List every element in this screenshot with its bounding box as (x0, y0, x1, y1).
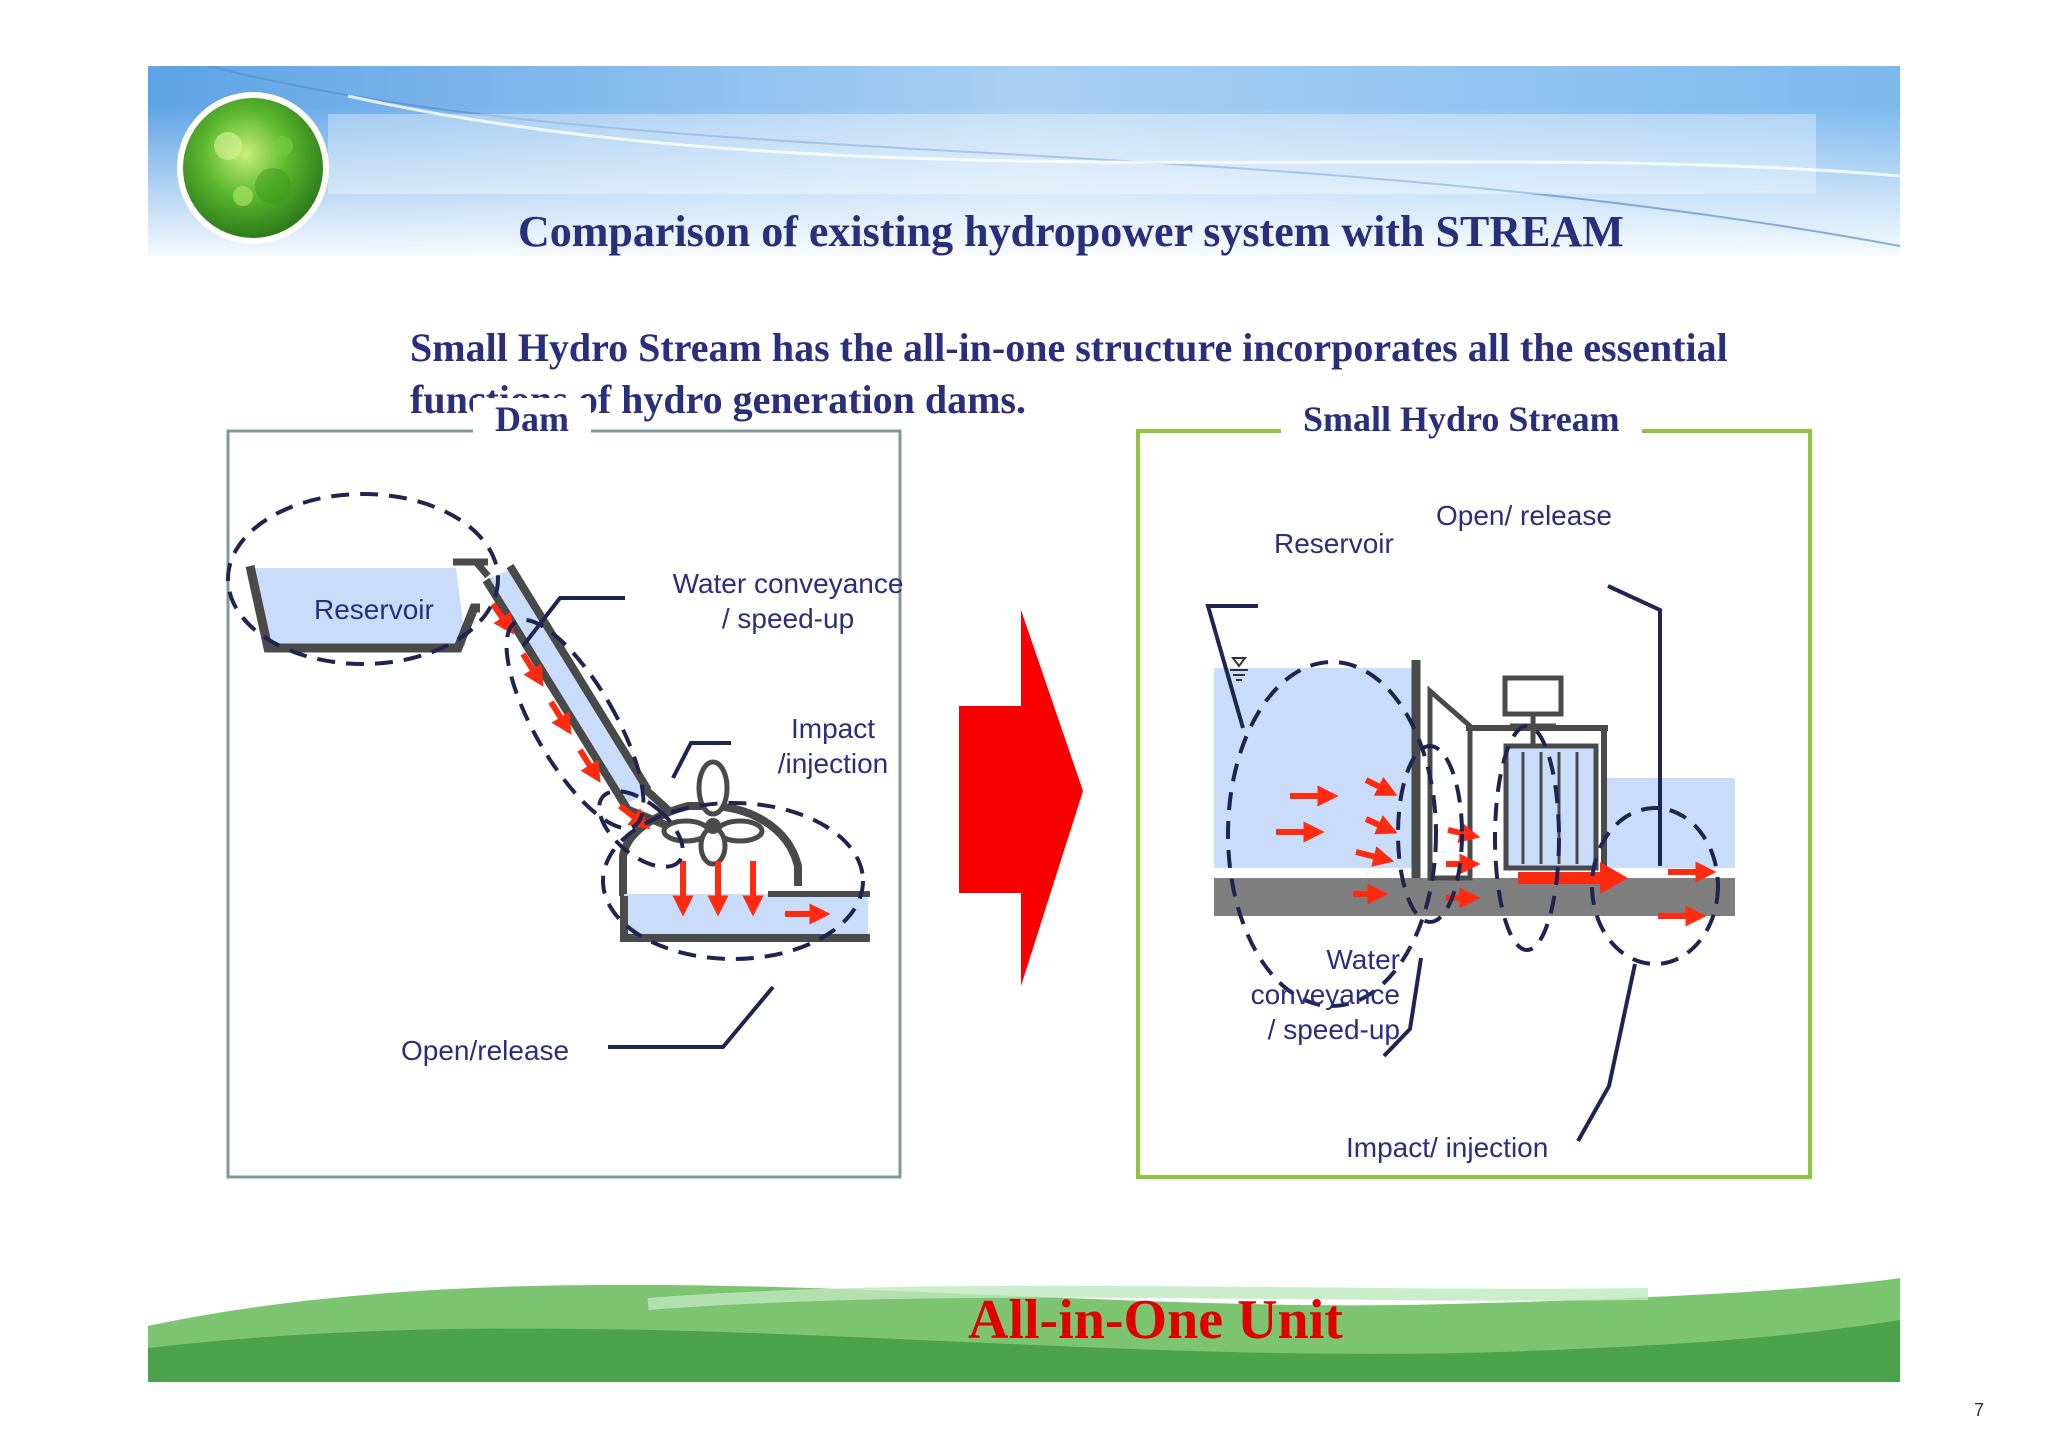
stream-upstream-water (1214, 668, 1412, 868)
dam-release-label: Open/release (401, 1035, 570, 1066)
stream-reservoir-label: Reservoir (1274, 528, 1394, 559)
slide: Comparison of existing hydropower system… (148, 66, 1984, 1420)
page-number: 7 (1974, 1400, 1985, 1420)
dam-conveyance-line1: Water conveyance (672, 568, 904, 599)
stream-riverbed (1214, 878, 1735, 916)
stream-dashed-regions (1226, 660, 1720, 1008)
dam-penstock-wall (482, 577, 632, 813)
dam-reservoir-label: Reservoir (314, 594, 434, 625)
dam-conveyance-label: Water conveyance / speed-up (648, 566, 928, 636)
stream-main-flow-arrow (1518, 862, 1628, 894)
header-band (148, 66, 1900, 266)
stream-conveyance-label: Water conveyance / speed-up (1148, 942, 1400, 1047)
stream-leader-lines (1205, 584, 1662, 1142)
dam-conveyance-line2: / speed-up (721, 603, 855, 634)
stream-unit (1411, 660, 1608, 881)
dam-reservoir-water (248, 568, 466, 646)
stream-conveyance-line2: conveyance (1250, 979, 1400, 1010)
generator-icon (1502, 675, 1564, 717)
stream-conveyance-line1: Water (1326, 944, 1400, 975)
dam-runner (661, 759, 765, 867)
dam-impact-label: Impact /injection (748, 711, 918, 781)
slide-title: Comparison of existing hydropower system… (518, 207, 1624, 256)
slide-subtitle: Small Hydro Stream has the all-in-one st… (410, 325, 1728, 422)
stream-panel (1136, 429, 1812, 1179)
stream-flow-arrows (1276, 776, 1717, 927)
transition-arrow (959, 610, 1083, 986)
leaf-logo (177, 92, 329, 244)
slide-artwork (148, 66, 1900, 1382)
dam-impact-line2: /injection (777, 748, 889, 779)
dam-impact-line1: Impact (790, 713, 876, 744)
dam-flow-arrows (490, 602, 831, 925)
stream-impact-label: Impact/ injection (1346, 1132, 1549, 1163)
dam-dashed-regions (226, 492, 865, 961)
dam-penstock-water (490, 570, 646, 804)
stream-conveyance-line3: / speed-up (1267, 1014, 1400, 1045)
dam-reservoir-wall (245, 565, 480, 653)
stream-release-label: Open/ release (1436, 500, 1612, 531)
dam-leader-lines (521, 596, 775, 1049)
water-level-icon (1230, 657, 1248, 681)
stream-panel-title: Small Hydro Stream (1281, 398, 1642, 440)
dam-panel-title: Dam (473, 398, 591, 440)
stream-downstream-water (1604, 778, 1735, 868)
all-in-one-caption: All-in-One Unit (968, 1289, 1343, 1351)
footer-wave (148, 1278, 1900, 1382)
